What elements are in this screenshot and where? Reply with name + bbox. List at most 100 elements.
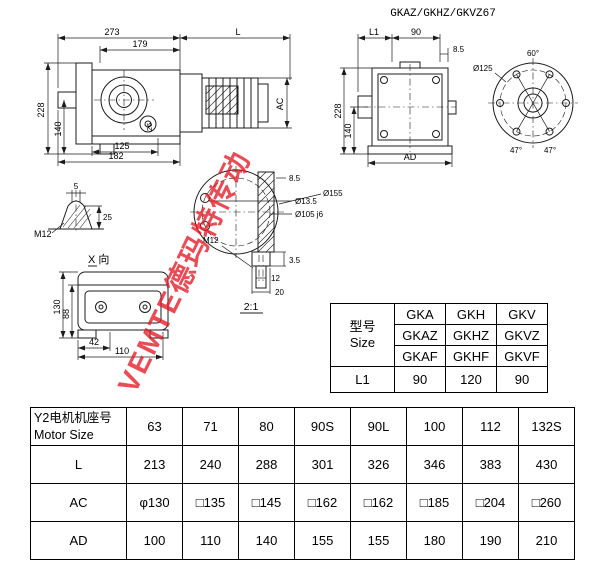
dim-228-rear: 228 [333, 103, 343, 118]
dim-110: 110 [115, 346, 129, 356]
size-row-label: L1 [330, 366, 395, 393]
section-detail: 8.5 Ø13.5 Ø105 j6 Ø155 M12 3.5 12 20 2:1 [190, 166, 343, 314]
dim-60deg: 60° [527, 49, 539, 58]
dim-dia155: Ø155 [323, 189, 343, 198]
motor-cell: 180 [406, 521, 463, 560]
size-table-header-cn: 型号 [349, 319, 376, 335]
rear-view-dim-lines [340, 34, 453, 167]
motor-cell: □135 [182, 483, 239, 522]
dim-273: 273 [104, 27, 119, 37]
side-view: 273 L 179 228 140 AC 125 182 26 [36, 27, 292, 166]
motor-hatch [205, 85, 239, 115]
dim-140-rear: 140 [343, 123, 353, 138]
dim-26: 26 [145, 123, 154, 131]
motor-column-header: 112 [462, 407, 519, 446]
size-cell: GKVZ [496, 324, 548, 346]
motor-column-header: 71 [182, 407, 239, 446]
dim-8-5-section: 8.5 [289, 174, 301, 183]
dim-47deg-left: 47° [510, 146, 522, 155]
motor-cell: 110 [182, 521, 239, 560]
section-dim-lines [209, 177, 322, 294]
motor-cell: 288 [238, 445, 295, 484]
motor-row-label: AD [30, 521, 127, 560]
dim-42: 42 [89, 337, 99, 347]
size-table: 型号 Size GKA GKH GKV GKAZ GKHZ GKVZ GKAF … [330, 303, 548, 393]
motor-row-label: AC [30, 483, 127, 522]
dim-L: L [235, 27, 240, 37]
dim-182: 182 [108, 151, 123, 161]
dim-228-side: 228 [36, 102, 46, 117]
motor-table-header: Y2电机机座号 Motor Size [30, 407, 127, 446]
dim-20: 20 [275, 288, 284, 297]
x-view-label: X 向 [88, 252, 109, 266]
motor-cell: 430 [518, 445, 575, 484]
motor-cell: 383 [462, 445, 519, 484]
motor-cell: □162 [294, 483, 351, 522]
rear-view: L1 90 8.5 228 140 AD [333, 27, 465, 167]
size-cell: GKAZ [394, 324, 446, 346]
motor-column-header: 63 [126, 407, 183, 446]
dim-dia105-j6: Ø105 j6 [295, 210, 324, 219]
dim-5: 5 [74, 182, 79, 191]
size-cell: GKAF [394, 345, 446, 367]
dim-m12-plug: M12 [34, 229, 52, 239]
size-table-header: 型号 Size [330, 303, 395, 367]
size-cell: GKA [394, 303, 446, 325]
dim-47deg-right: 47° [544, 146, 556, 155]
motor-table: Y2电机机座号 Motor Size 63 71 80 90S 90L 100 … [30, 407, 575, 560]
motor-cell: □204 [462, 483, 519, 522]
motor-cell: 326 [350, 445, 407, 484]
dim-8-5-rear: 8.5 [453, 45, 465, 54]
dim-3-5: 3.5 [289, 256, 301, 265]
size-cell: GKH [445, 303, 497, 325]
dim-dia13-5: Ø13.5 [295, 197, 317, 206]
dim-AC: AC [275, 97, 285, 110]
motor-cell: 190 [462, 521, 519, 560]
motor-cell: 346 [406, 445, 463, 484]
dim-179: 179 [132, 39, 147, 49]
size-cell: GKVF [496, 345, 548, 367]
dim-25: 25 [103, 213, 112, 222]
motor-cell: □145 [238, 483, 295, 522]
flange-dim-lines [494, 72, 550, 132]
x-view: X 向 [52, 252, 169, 360]
model-title: GKAZ/GKHZ/GKVZ67 [390, 8, 496, 20]
motor-column-header: 100 [406, 407, 463, 446]
motor-cell: 301 [294, 445, 351, 484]
motor-column-header: 132S [518, 407, 575, 446]
size-cell: GKHF [445, 345, 497, 367]
x-view-dim-lines [59, 271, 164, 360]
motor-cell: □260 [518, 483, 575, 522]
section-hatch [257, 171, 275, 253]
motor-cell: φ130 [126, 483, 183, 522]
dim-L1: L1 [369, 27, 379, 37]
motor-cell: □162 [350, 483, 407, 522]
motor-table-header-en: Motor Size [34, 427, 94, 442]
motor-table-header-cn: Y2电机机座号 [34, 411, 112, 426]
size-cell: GKV [496, 303, 548, 325]
side-view-dim-lines [44, 34, 292, 166]
motor-cell: 140 [238, 521, 295, 560]
technical-drawing: GKAZ/GKHZ/GKVZ67 [34, 8, 578, 360]
motor-row-label: L [30, 445, 127, 484]
size-cell: 90 [394, 366, 446, 393]
motor-cell: □185 [406, 483, 463, 522]
dim-140-side: 140 [53, 121, 63, 136]
plug-dim-lines [51, 190, 102, 234]
plug-detail: 5 25 M12 [34, 182, 112, 239]
plug-hatch [62, 204, 92, 229]
scale-label: 2:1 [244, 301, 259, 313]
motor-column-header: 90S [294, 407, 351, 446]
size-cell: GKHZ [445, 324, 497, 346]
size-table-header-en: Size [349, 335, 376, 350]
motor-cell: 240 [182, 445, 239, 484]
dim-88: 88 [61, 309, 71, 319]
dim-130: 130 [52, 299, 62, 314]
dim-AD: AD [404, 152, 417, 162]
dim-dia125: Ø125 [473, 64, 493, 73]
dim-12: 12 [271, 274, 280, 283]
motor-cell: 100 [126, 521, 183, 560]
motor-column-header: 90L [350, 407, 407, 446]
motor-column-header: 80 [238, 407, 295, 446]
